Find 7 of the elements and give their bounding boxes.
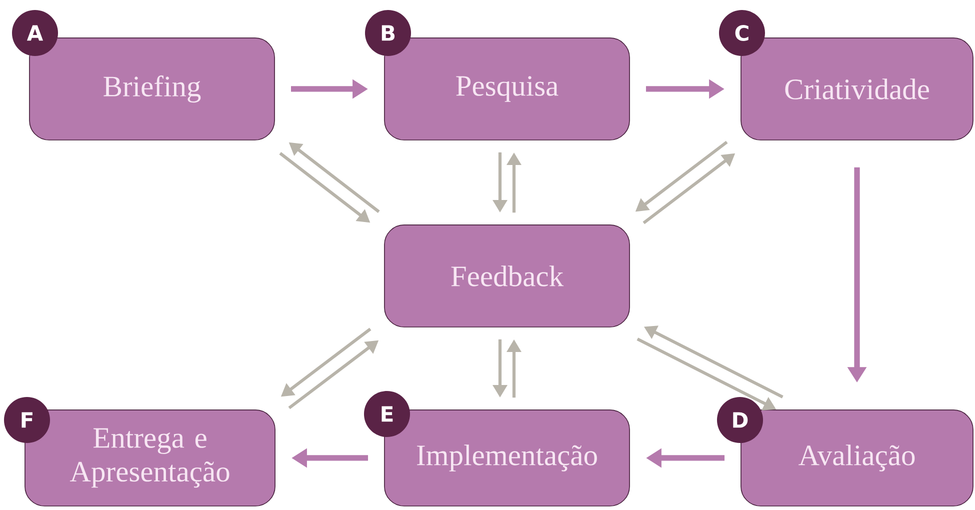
letter-badge: B <box>365 10 411 56</box>
letter-badge: C <box>719 10 765 56</box>
process-box: Feedback <box>384 224 630 328</box>
letter-badge: F <box>4 396 50 443</box>
letter-badge: D <box>717 396 763 443</box>
letter-badge: E <box>364 391 410 437</box>
letter-badge: A <box>12 10 58 56</box>
